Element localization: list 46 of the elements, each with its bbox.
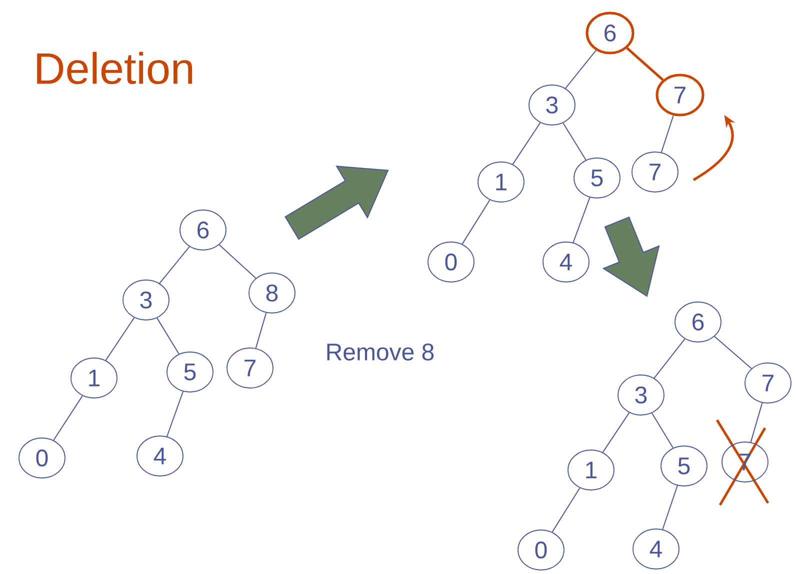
tree-edge: [564, 50, 597, 89]
title: Deletion: [37, 52, 192, 84]
tree-edge: [662, 485, 678, 530]
tree-node: 5: [660, 446, 708, 486]
tree-edge: [660, 114, 674, 153]
tree-edge: [159, 246, 190, 284]
tree-edge: [218, 244, 256, 279]
tree-edge: [166, 391, 184, 437]
tree-edge: [562, 122, 586, 160]
tree-node: 8: [248, 272, 296, 314]
tree-node: 0: [518, 530, 564, 570]
tree-node: 1: [568, 450, 614, 490]
tree-edge: [156, 318, 180, 354]
tree-edge: [651, 412, 674, 448]
tree-edge: [105, 317, 135, 361]
tree-edge: [255, 312, 267, 349]
tree-edge: [654, 338, 686, 379]
tree-node: 7: [226, 348, 274, 388]
tree-node: 3: [618, 374, 664, 416]
tree-node: 5: [166, 352, 214, 392]
tree-node: 1: [478, 162, 524, 202]
tree-node: 7: [656, 74, 704, 116]
tree-edge: [462, 199, 490, 245]
tree-edge: [750, 402, 763, 443]
tree-edge: [626, 47, 664, 81]
tree-node: 3: [528, 84, 576, 126]
tree-edge: [602, 412, 630, 453]
tree-node: 0: [428, 242, 474, 282]
tree-node: 3: [122, 280, 170, 320]
tree-node: 5: [574, 158, 620, 198]
tree-node: 7: [744, 362, 792, 404]
note: Remove 8: [327, 344, 434, 360]
tree-node: 4: [632, 528, 680, 570]
tree-node: 6: [586, 12, 634, 54]
tree-edge: [714, 336, 752, 370]
tree-edge: [512, 122, 541, 165]
tree-node: 1: [70, 358, 118, 398]
tree-node: 7: [632, 152, 678, 192]
tree-node: 4: [542, 242, 590, 282]
tree-node: 0: [18, 438, 66, 478]
tree-node: 6: [674, 302, 722, 342]
tree-edge: [572, 196, 590, 244]
tree-edge: [53, 395, 83, 441]
tree-node: 6: [180, 210, 226, 250]
tree-node: 4: [136, 436, 184, 476]
tree-edge: [552, 487, 580, 533]
